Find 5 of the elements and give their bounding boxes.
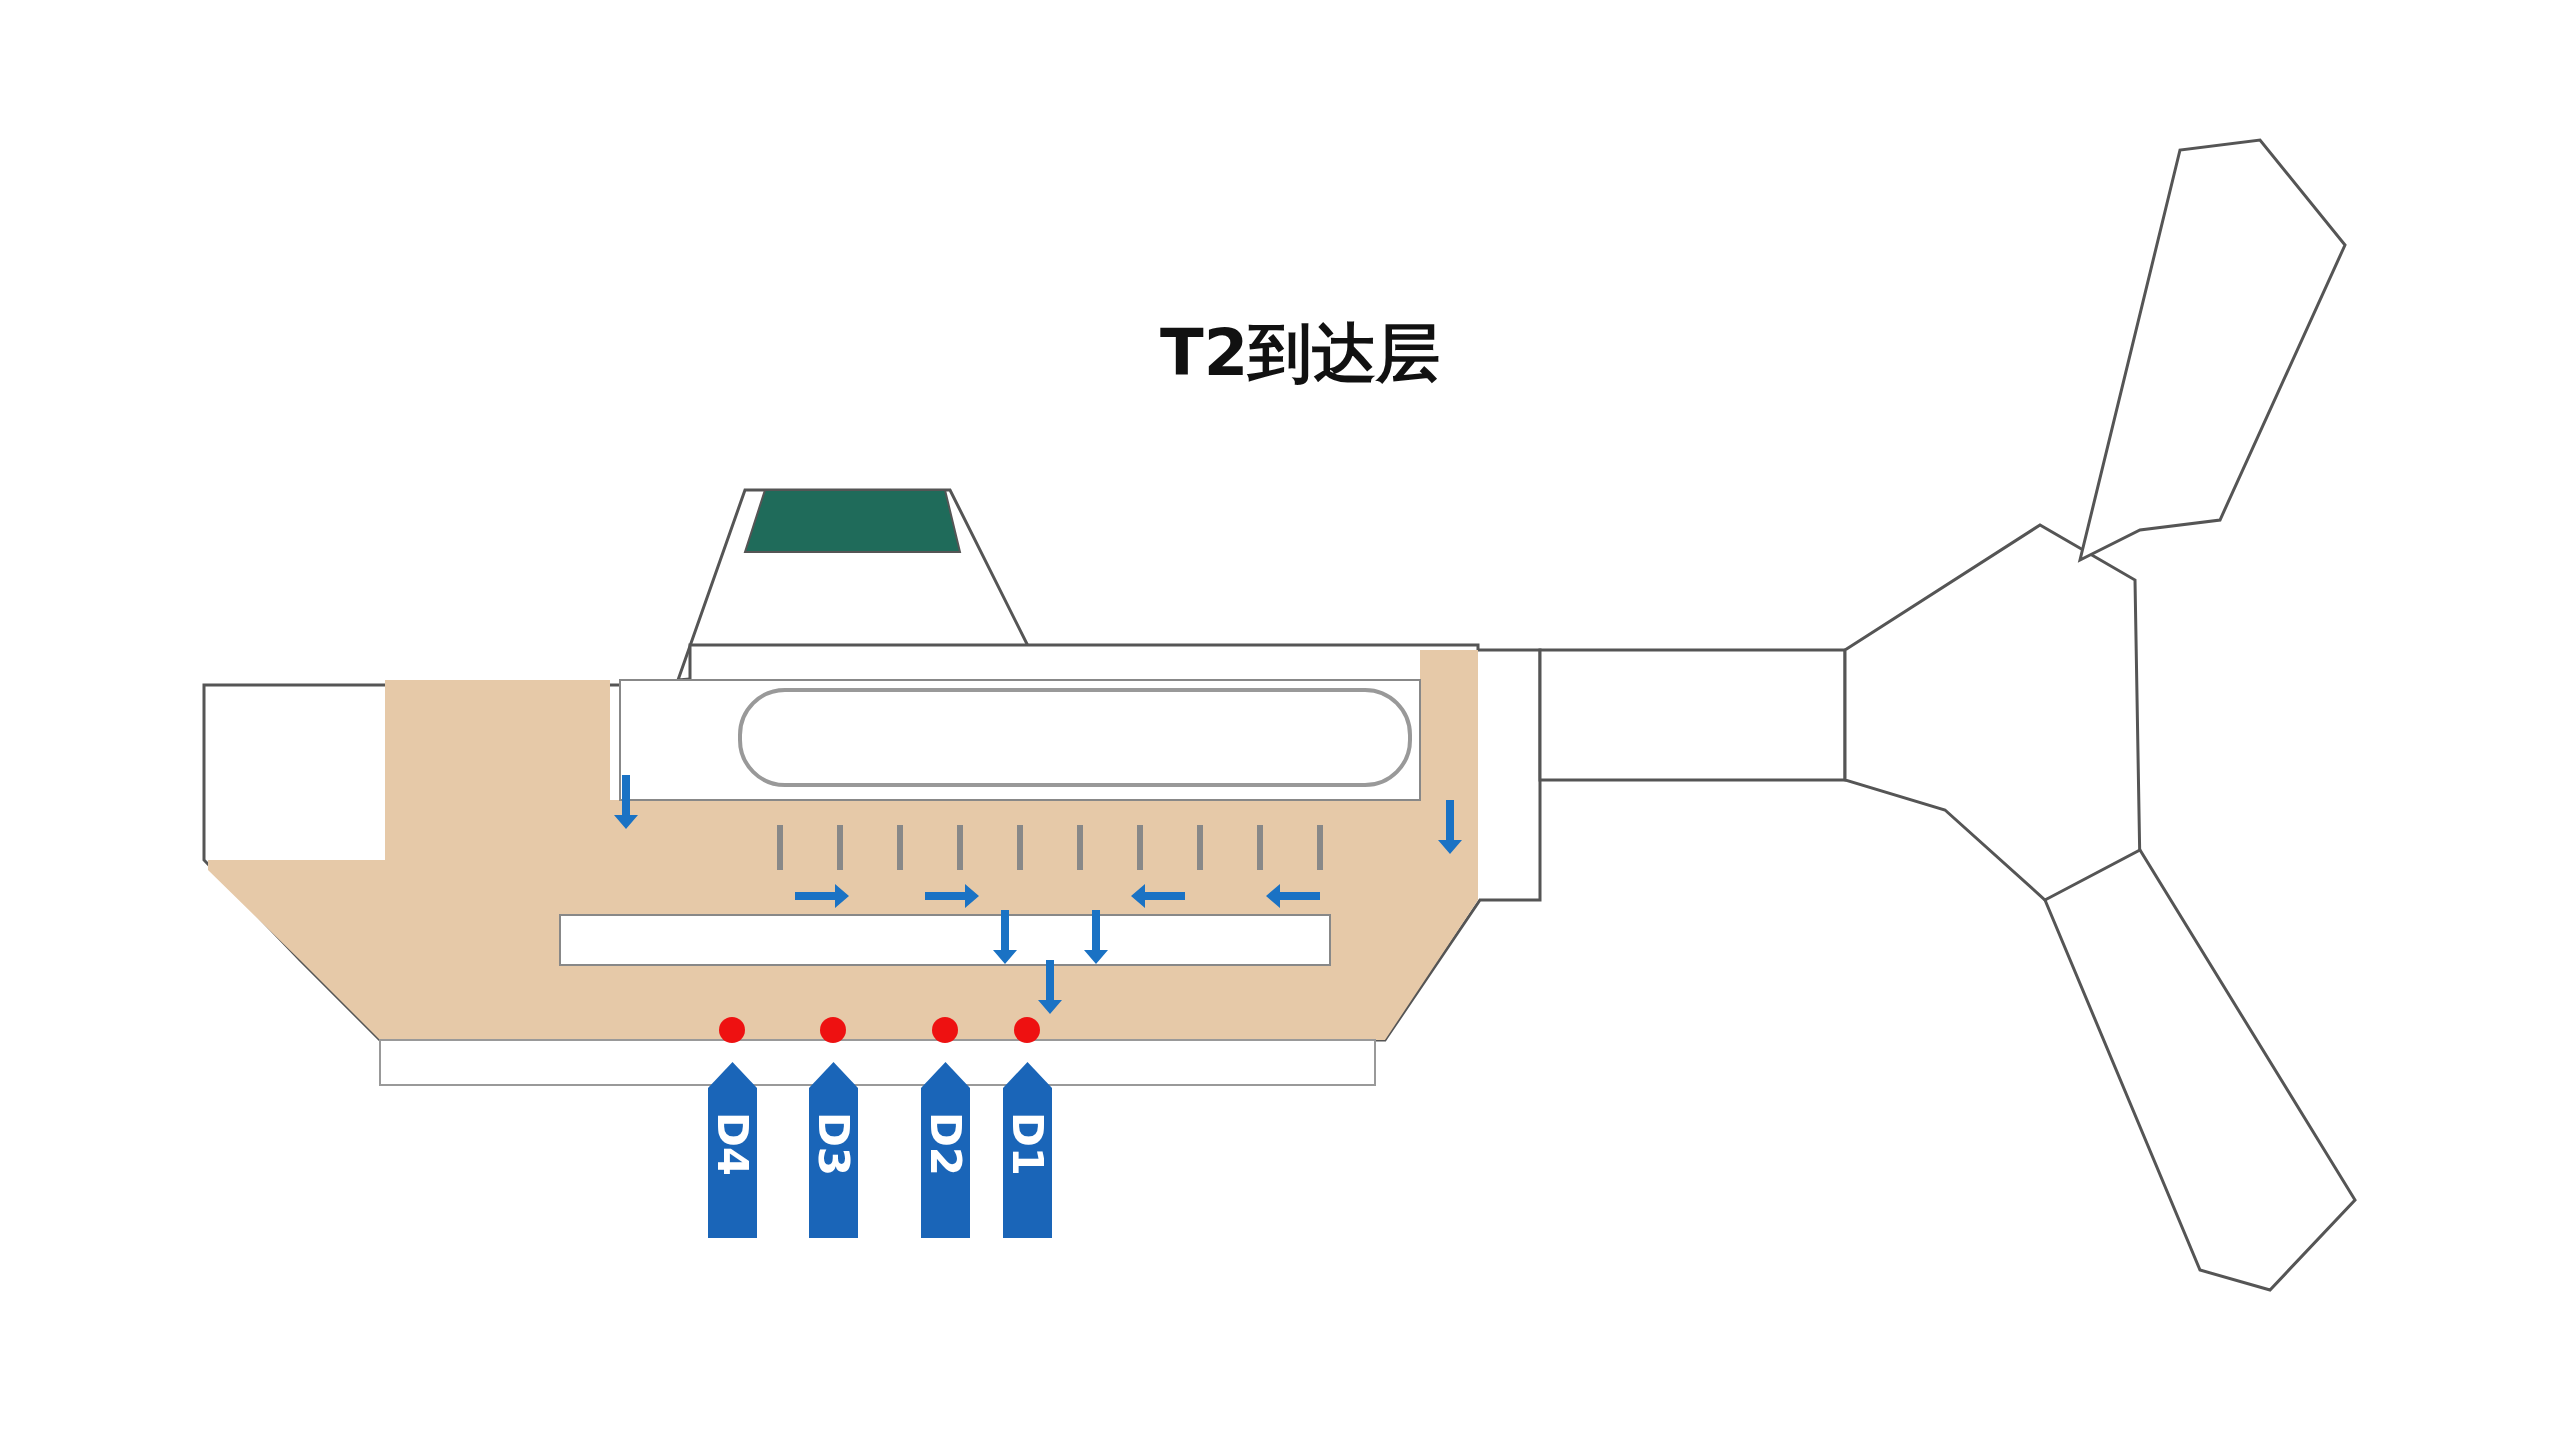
door-sign: D4 xyxy=(708,1062,757,1238)
door-sign: D3 xyxy=(809,1062,858,1238)
door-sign: D1 xyxy=(1003,1062,1052,1238)
floor-title: T2到达层 xyxy=(1160,315,1441,392)
door-sign: D2 xyxy=(921,1062,970,1238)
